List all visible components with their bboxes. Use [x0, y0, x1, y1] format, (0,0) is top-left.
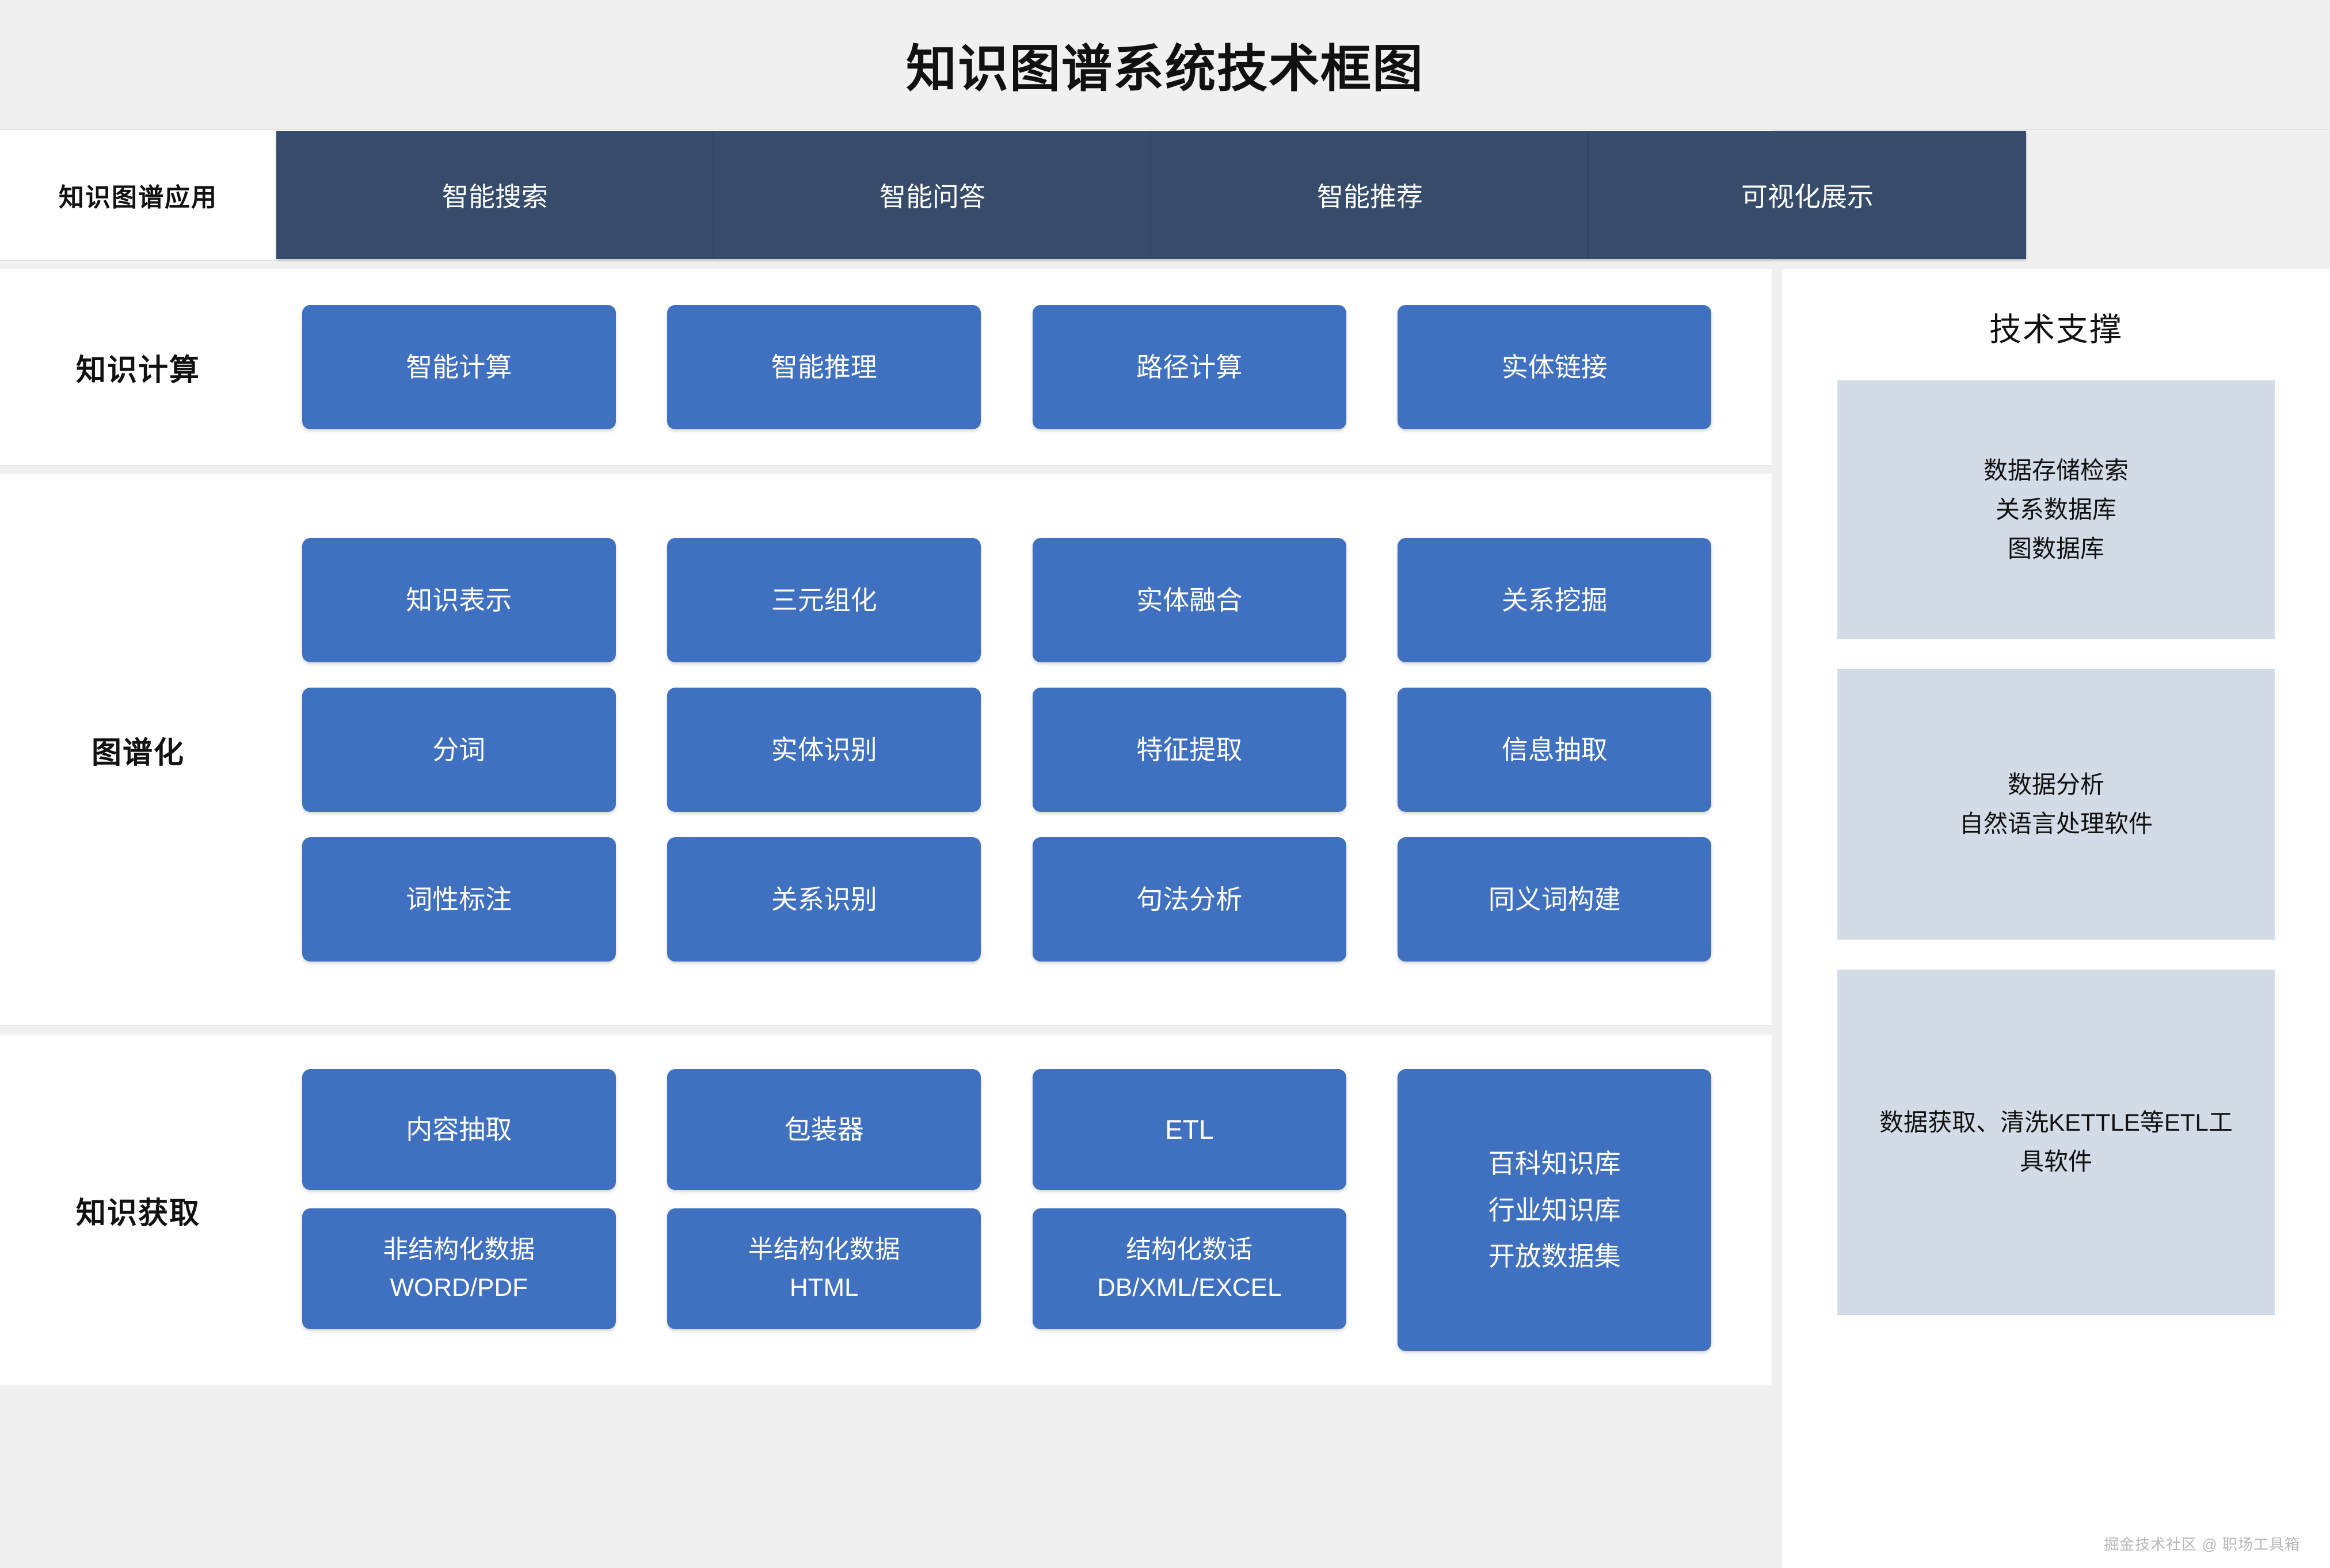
- support-box-analysis[interactable]: 数据分析 自然语言处理软件: [1837, 669, 2275, 940]
- box-cell: 信息抽取: [1372, 688, 1738, 812]
- data-source-title: 结构化数话: [1126, 1235, 1253, 1264]
- box-cell: 智能搜索: [276, 131, 714, 259]
- support-box-etl[interactable]: 数据获取、清洗KETTLE等ETL工 具软件: [1837, 970, 2275, 1315]
- diagram-body: 知识图谱应用 智能搜索 智能问答 智能推荐 可视化展示: [0, 130, 2330, 1568]
- knowledge-base-line: 行业知识库: [1488, 1195, 1621, 1225]
- support-panel: 技术支撑 数据存储检索 关系数据库 图数据库 数据分析 自然语言处理软件 数据获…: [1782, 269, 2330, 1568]
- layer-label-application: 知识图谱应用: [59, 184, 218, 212]
- box-cell: 实体融合: [1007, 538, 1372, 662]
- process-box[interactable]: 知识表示: [302, 538, 616, 662]
- box-row: 智能搜索 智能问答 智能推荐 可视化展示: [276, 131, 2026, 259]
- box-cell: 智能问答: [714, 131, 1151, 259]
- support-box-text: 数据存储检索 关系数据库 图数据库: [1983, 451, 2129, 569]
- process-box[interactable]: 同义词构建: [1398, 837, 1712, 962]
- data-source-title: 半结构化数据: [748, 1235, 900, 1264]
- process-box[interactable]: 词性标注: [302, 837, 616, 962]
- application-box[interactable]: 智能问答: [714, 131, 1151, 259]
- support-line: 自然语言处理软件: [1959, 810, 2153, 837]
- box-cell: 知识表示: [276, 538, 642, 662]
- box-row: 词性标注 关系识别 句法分析 同义词构建: [276, 837, 1737, 962]
- support-box-text: 数据获取、清洗KETTLE等ETL工 具软件: [1879, 1103, 2233, 1181]
- box-cell: 智能推理: [642, 305, 1007, 429]
- box-cell: 实体链接: [1372, 305, 1738, 429]
- box-cell: 句法分析: [1007, 837, 1372, 962]
- layer-content-application: 智能搜索 智能问答 智能推荐 可视化展示: [276, 131, 2061, 259]
- process-box[interactable]: 包装器: [667, 1069, 981, 1190]
- application-box[interactable]: 可视化展示: [1589, 131, 2026, 259]
- process-box[interactable]: 实体识别: [667, 688, 981, 812]
- process-box[interactable]: 路径计算: [1032, 305, 1346, 429]
- process-box[interactable]: 实体融合: [1032, 538, 1346, 662]
- box-cell: 智能推荐: [1151, 131, 1589, 259]
- process-box[interactable]: 内容抽取: [302, 1069, 616, 1190]
- process-box[interactable]: 关系识别: [667, 837, 981, 962]
- knowledge-base-line: 百科知识库: [1488, 1149, 1621, 1179]
- box-row: 知识表示 三元组化 实体融合 关系挖掘: [276, 538, 1737, 662]
- knowledge-base-box[interactable]: 百科知识库 行业知识库 开放数据集: [1398, 1069, 1712, 1351]
- layer-band-application: 知识图谱应用 智能搜索 智能问答 智能推荐 可视化展示: [0, 130, 2026, 260]
- process-box[interactable]: ETL: [1032, 1069, 1346, 1190]
- process-box[interactable]: 实体链接: [1398, 305, 1712, 429]
- acquisition-column: 内容抽取 非结构化数据 WORD/PDF: [276, 1069, 642, 1351]
- application-box[interactable]: 智能搜索: [276, 131, 714, 259]
- layer-content-acquisition: 内容抽取 非结构化数据 WORD/PDF 包装器 半结构化数据 HTML: [276, 1069, 1772, 1351]
- box-row: 分词 实体识别 特征提取 信息抽取: [276, 688, 1737, 812]
- box-cell: 关系识别: [642, 837, 1007, 962]
- data-source-box[interactable]: 半结构化数据 HTML: [667, 1208, 981, 1329]
- acquisition-column: ETL 结构化数话 DB/XML/EXCEL: [1007, 1069, 1372, 1351]
- box-cell: 三元组化: [642, 538, 1007, 662]
- process-box[interactable]: 分词: [302, 688, 616, 812]
- box-cell: 词性标注: [276, 837, 642, 962]
- box-cell: 可视化展示: [1589, 131, 2026, 259]
- process-box[interactable]: 句法分析: [1032, 837, 1346, 962]
- box-cell: 同义词构建: [1372, 837, 1738, 962]
- box-row: 智能计算 智能推理 路径计算 实体链接: [276, 305, 1737, 429]
- knowledge-base-line: 开放数据集: [1488, 1241, 1621, 1272]
- page-header: 知识图谱系统技术框图: [0, 0, 2330, 130]
- box-cell: 路径计算: [1007, 305, 1372, 429]
- layer-content-computation: 智能计算 智能推理 路径计算 实体链接: [276, 305, 1772, 429]
- layer-band-graphing: 图谱化 知识表示 三元组化 实体融合 关系挖掘 分词 实体识别 特征提取 信息抽…: [0, 474, 1772, 1025]
- process-box[interactable]: 智能计算: [302, 305, 616, 429]
- data-source-format: DB/XML/EXCEL: [1097, 1273, 1282, 1302]
- box-row: 内容抽取 非结构化数据 WORD/PDF 包装器 半结构化数据 HTML: [276, 1069, 1737, 1351]
- support-panel-title: 技术支撑: [1989, 311, 2123, 348]
- box-cell: 分词: [276, 688, 642, 812]
- layer-stack: 知识图谱应用 智能搜索 智能问答 智能推荐 可视化展示: [0, 130, 2026, 1395]
- process-box[interactable]: 关系挖掘: [1398, 538, 1712, 662]
- layer-label-acquisition: 知识获取: [75, 1196, 200, 1230]
- support-box-text: 数据分析 自然语言处理软件: [1959, 765, 2153, 844]
- process-box[interactable]: 三元组化: [667, 538, 981, 662]
- support-line: 图数据库: [2007, 535, 2104, 563]
- box-cell: 特征提取: [1007, 688, 1372, 812]
- page-title: 知识图谱系统技术框图: [905, 40, 1424, 97]
- support-box-storage[interactable]: 数据存储检索 关系数据库 图数据库: [1837, 380, 2275, 639]
- layer-content-graphing: 知识表示 三元组化 实体融合 关系挖掘 分词 实体识别 特征提取 信息抽取 词性…: [276, 538, 1772, 962]
- process-box[interactable]: 特征提取: [1032, 688, 1346, 812]
- support-line: 数据存储检索: [1983, 456, 2129, 484]
- layer-label-computation: 知识计算: [75, 353, 200, 387]
- data-source-format: HTML: [789, 1273, 859, 1302]
- support-line: 数据获取、清洗KETTLE等ETL工: [1879, 1108, 2233, 1136]
- process-box[interactable]: 智能推理: [667, 305, 981, 429]
- layer-label-graphing: 图谱化: [91, 736, 185, 770]
- watermark: 掘金技术社区 @ 职场工具箱: [2104, 1536, 2300, 1553]
- data-source-title: 非结构化数据: [383, 1235, 535, 1264]
- application-box[interactable]: 智能推荐: [1151, 131, 1589, 259]
- acquisition-column: 包装器 半结构化数据 HTML: [642, 1069, 1007, 1351]
- data-source-box[interactable]: 结构化数话 DB/XML/EXCEL: [1032, 1208, 1346, 1329]
- box-cell: 关系挖掘: [1372, 538, 1738, 662]
- support-line: 数据分析: [2007, 770, 2104, 798]
- box-cell: 实体识别: [642, 688, 1007, 812]
- data-source-box[interactable]: 非结构化数据 WORD/PDF: [302, 1208, 616, 1329]
- layer-band-acquisition: 知识获取 内容抽取 非结构化数据 WORD/PDF 包装器 半结构化数据: [0, 1035, 1772, 1386]
- data-source-format: WORD/PDF: [390, 1273, 528, 1302]
- box-cell: 智能计算: [276, 305, 642, 429]
- layer-band-computation: 知识计算 智能计算 智能推理 路径计算 实体链接: [0, 269, 1772, 465]
- support-line: 关系数据库: [1995, 495, 2116, 523]
- support-line: 具软件: [2019, 1148, 2092, 1175]
- acquisition-column: 百科知识库 行业知识库 开放数据集: [1372, 1069, 1738, 1351]
- process-box[interactable]: 信息抽取: [1398, 688, 1712, 812]
